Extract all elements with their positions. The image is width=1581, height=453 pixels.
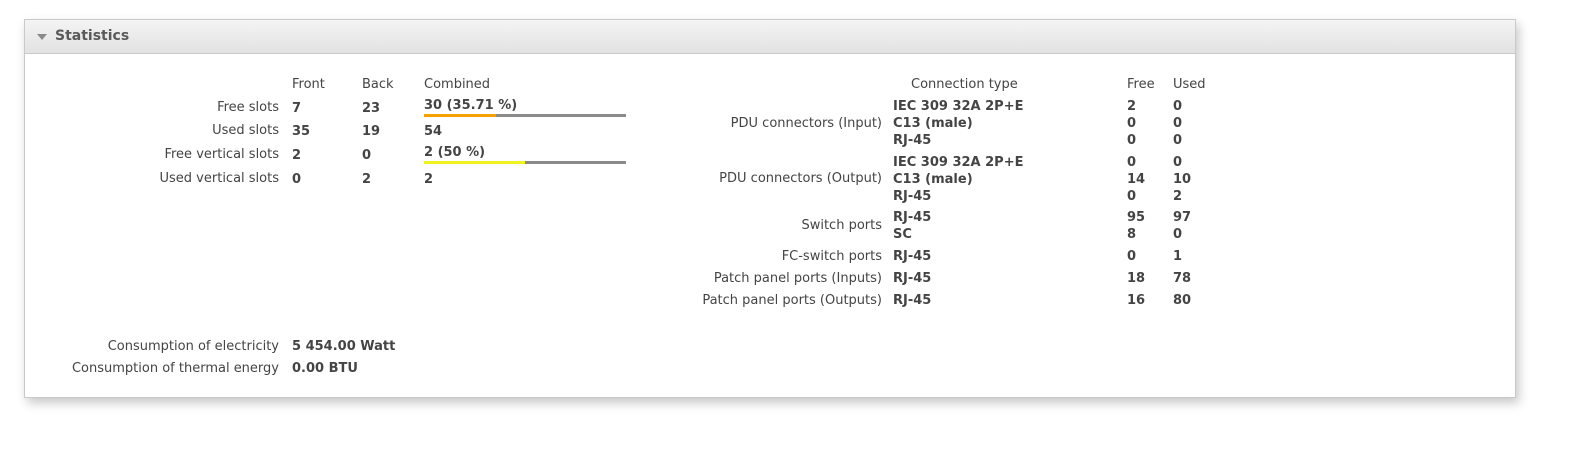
electricity-value: 5 454.00 Watt xyxy=(292,339,396,354)
connection-used: 0 xyxy=(1173,227,1183,242)
slots-combined-value: 2 xyxy=(424,172,434,187)
connection-group-label: Switch ports xyxy=(801,218,882,233)
connection-type: IEC 309 32A 2P+E xyxy=(893,99,1024,114)
connection-free: 0 xyxy=(1127,116,1137,131)
connection-type: RJ-45 xyxy=(893,249,932,264)
electricity-label: Consumption of electricity xyxy=(107,339,279,354)
connection-free: 0 xyxy=(1127,189,1137,204)
connection-used: 10 xyxy=(1173,172,1192,187)
connection-type: C13 (male) xyxy=(893,172,973,187)
slots-back-value: 23 xyxy=(362,101,381,116)
slots-back-value: 19 xyxy=(362,124,381,139)
connection-used: 0 xyxy=(1173,116,1183,131)
connection-free: 0 xyxy=(1127,155,1137,170)
thermal-energy-label: Consumption of thermal energy xyxy=(71,361,279,376)
slots-row-label: Free slots xyxy=(217,100,279,115)
connection-type: RJ-45 xyxy=(893,189,932,204)
connection-free: 0 xyxy=(1127,249,1137,264)
connection-used: 78 xyxy=(1173,271,1192,286)
col-header-combined: Combined xyxy=(424,77,491,92)
connection-type: IEC 309 32A 2P+E xyxy=(893,155,1024,170)
free-vertical-slots-progress-bar xyxy=(424,161,626,164)
slots-front-value: 0 xyxy=(292,172,302,187)
connection-used: 0 xyxy=(1173,133,1183,148)
connection-free: 2 xyxy=(1127,99,1137,114)
free-slots-progress-fill xyxy=(424,114,497,117)
slots-row-label: Used vertical slots xyxy=(159,171,279,186)
connection-group-label: Patch panel ports (Outputs) xyxy=(702,293,882,308)
col-header-connection-type: Connection type xyxy=(911,77,1018,92)
slots-row-label: Used slots xyxy=(212,123,279,138)
slots-row-label: Free vertical slots xyxy=(164,147,279,162)
slots-combined-value: 30 (35.71 %) xyxy=(424,98,518,113)
connection-group-label: PDU connectors (Input) xyxy=(730,116,882,131)
col-header-free: Free xyxy=(1127,77,1155,92)
col-header-back: Back xyxy=(362,77,394,92)
free-slots-progress-bar xyxy=(424,114,626,117)
slots-back-value: 2 xyxy=(362,172,372,187)
connection-group-label: FC-switch ports xyxy=(781,249,882,264)
connection-used: 0 xyxy=(1173,155,1183,170)
thermal-energy-value: 0.00 BTU xyxy=(292,361,358,376)
collapse-triangle-icon[interactable] xyxy=(37,34,47,40)
connection-free: 14 xyxy=(1127,172,1146,187)
slots-combined-value: 2 (50 %) xyxy=(424,145,486,160)
connection-type: RJ-45 xyxy=(893,210,932,225)
slots-front-value: 7 xyxy=(292,101,302,116)
connection-type: RJ-45 xyxy=(893,271,932,286)
slots-back-value: 0 xyxy=(362,148,372,163)
connection-used: 80 xyxy=(1173,293,1192,308)
connection-group-label: PDU connectors (Output) xyxy=(719,171,882,186)
connection-used: 1 xyxy=(1173,249,1183,264)
connection-free: 8 xyxy=(1127,227,1137,242)
connection-used: 0 xyxy=(1173,99,1183,114)
connection-free: 16 xyxy=(1127,293,1146,308)
connection-free: 95 xyxy=(1127,210,1146,225)
statistics-panel: Statistics Front Back Combined Free slot… xyxy=(24,19,1516,398)
connection-type: C13 (male) xyxy=(893,116,973,131)
connection-used: 2 xyxy=(1173,189,1183,204)
connection-type: RJ-45 xyxy=(893,133,932,148)
connection-used: 97 xyxy=(1173,210,1192,225)
col-header-used: Used xyxy=(1173,77,1206,92)
connection-type: RJ-45 xyxy=(893,293,932,308)
slots-front-value: 35 xyxy=(292,124,311,139)
connection-free: 0 xyxy=(1127,133,1137,148)
connection-free: 18 xyxy=(1127,271,1146,286)
connection-group-label: Patch panel ports (Inputs) xyxy=(713,271,882,286)
connection-type: SC xyxy=(893,227,912,242)
panel-title: Statistics xyxy=(55,28,130,44)
panel-header[interactable]: Statistics xyxy=(25,20,1515,54)
slots-front-value: 2 xyxy=(292,148,302,163)
free-vertical-slots-progress-fill xyxy=(424,161,525,164)
col-header-front: Front xyxy=(292,77,325,92)
slots-combined-value: 54 xyxy=(424,124,443,139)
